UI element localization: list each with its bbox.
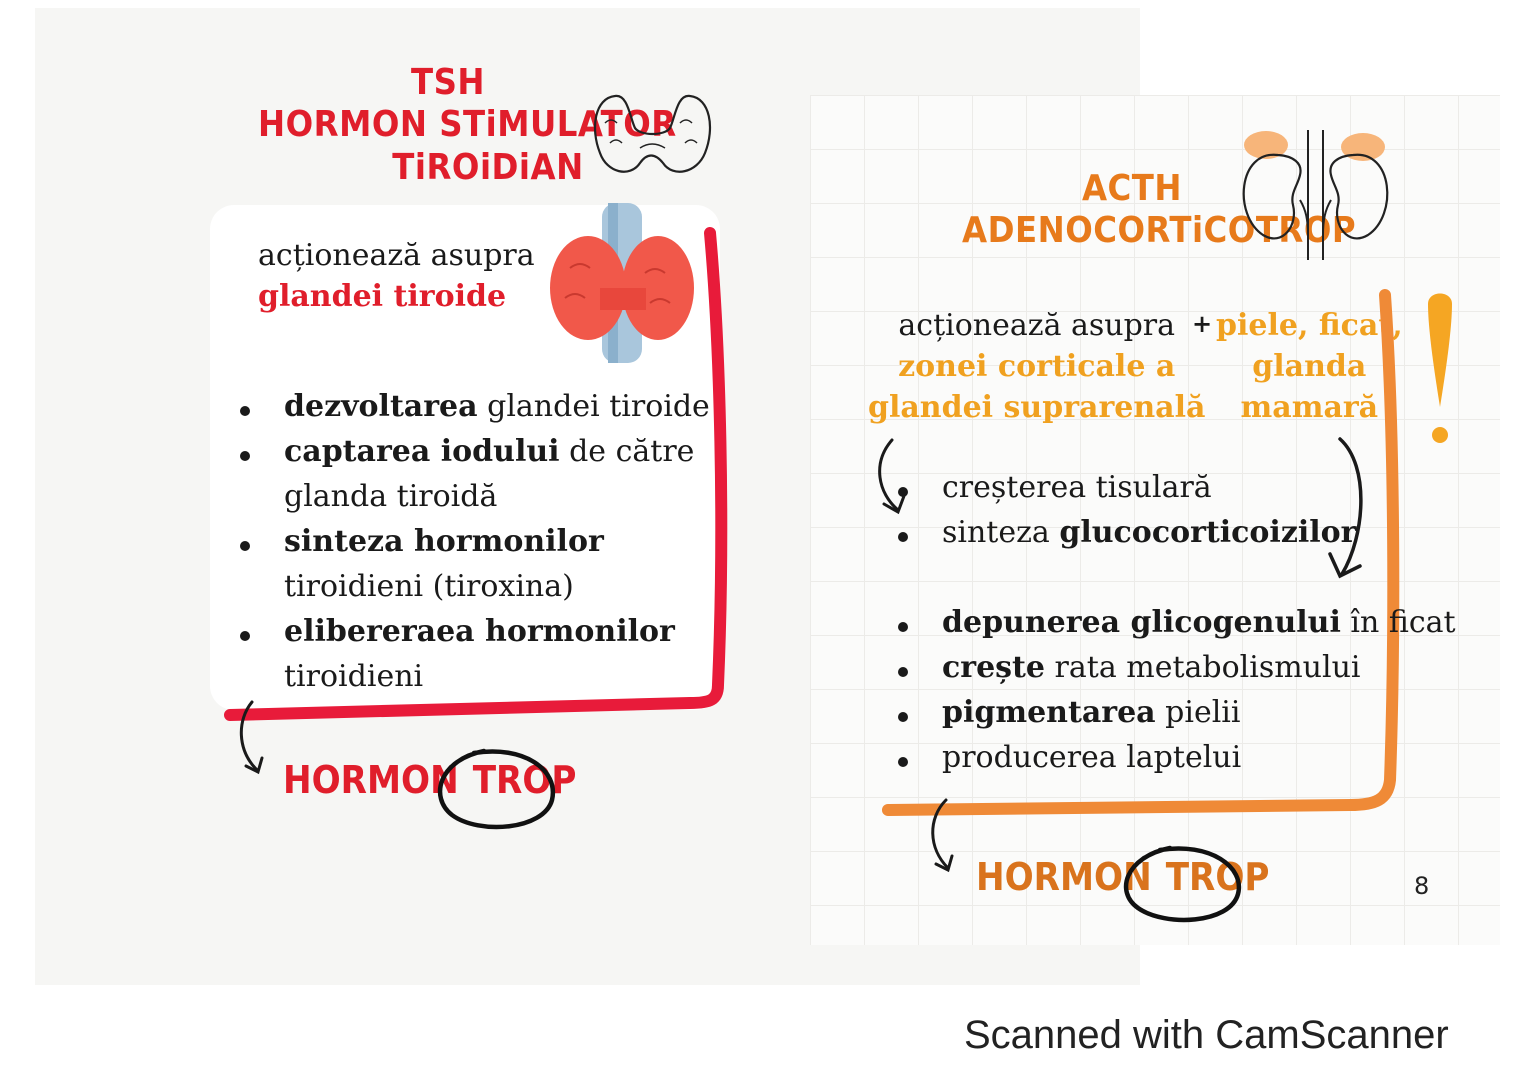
hormon-word: HORMON xyxy=(283,758,459,802)
acth-hormon-label: HORMON TROP xyxy=(976,855,1269,899)
trop-circle xyxy=(1123,845,1242,923)
tsh-hormon-label: HORMON TROP xyxy=(283,758,576,802)
tsh-title-line-2: HORMON STiMULATOR xyxy=(258,104,677,146)
hormon-word: HORMON xyxy=(976,855,1152,899)
curved-arrow-icon xyxy=(1328,437,1363,579)
acth-card-frame xyxy=(882,289,1400,816)
tsh-title: TSH HORMON STiMULATOR TiROiDiAN xyxy=(258,62,677,189)
curved-arrow-icon xyxy=(239,700,264,775)
page-number: 8 xyxy=(1414,872,1430,900)
extra-target-2: glanda xyxy=(1252,348,1367,384)
tsh-action: acționează asupra glandei tiroide xyxy=(258,236,535,317)
tsh-action-target: glandei tiroide xyxy=(258,278,507,314)
curved-arrow-icon xyxy=(931,798,954,873)
list-item: depunerea glicogenului în ficat xyxy=(894,600,1456,645)
list-item: creșterea tisulară xyxy=(894,465,1356,510)
acth-title-line-1: ACTH xyxy=(1081,168,1183,209)
acth-group-1: creșterea tisulară sinteza glucocorticoi… xyxy=(894,465,1356,555)
list-item: sinteza glucocorticoizilor xyxy=(894,510,1356,555)
plus-sign: + xyxy=(1192,309,1213,338)
acth-action-target-2: glandei suprarenală xyxy=(868,389,1206,425)
trop-word: TROP xyxy=(472,758,577,802)
acth-title-line-2: ADENOCORTiCOTROP xyxy=(962,210,1357,252)
extra-target-3: mamară xyxy=(1240,389,1379,425)
trop-word: TROP xyxy=(1165,855,1270,899)
tsh-effects-list: dezvoltarea glandei tiroide captarea iod… xyxy=(236,384,710,699)
acth-action-intro: acționează asupra xyxy=(898,308,1176,343)
tsh-action-intro: acționează asupra xyxy=(258,238,535,273)
acth-group-2: depunerea glicogenului în ficat crește r… xyxy=(894,600,1456,780)
list-item: producerea laptelui xyxy=(894,735,1456,780)
acth-action: acționează asupra zonei corticale a glan… xyxy=(868,306,1205,428)
acth-extra-targets: piele, ficat, glanda mamară xyxy=(1216,306,1403,428)
tsh-title-line-3: TiROiDiAN xyxy=(392,146,584,188)
list-item: crește rata metabolismului xyxy=(894,645,1456,690)
tsh-card-frame xyxy=(224,227,728,721)
acth-action-target-1: zonei corticale a xyxy=(898,348,1176,384)
extra-target-1: piele, ficat, xyxy=(1216,308,1403,343)
acth-title: ACTH ADENOCORTiCOTROP xyxy=(962,168,1357,253)
scanner-watermark: Scanned with CamScanner xyxy=(964,1013,1449,1057)
list-item: dezvoltarea glandei tiroide xyxy=(236,384,710,429)
thyroid-outline-icon xyxy=(593,94,712,173)
exclamation-icon xyxy=(1428,293,1452,443)
tsh-title-line-1: TSH xyxy=(410,62,486,103)
curved-arrow-icon xyxy=(878,438,906,515)
list-item: pigmentarea pielii xyxy=(894,690,1456,735)
thyroid-gland-icon xyxy=(550,203,694,363)
kidney-icon xyxy=(1242,130,1389,260)
trop-circle xyxy=(437,748,556,830)
right-grid-area xyxy=(810,95,1500,945)
